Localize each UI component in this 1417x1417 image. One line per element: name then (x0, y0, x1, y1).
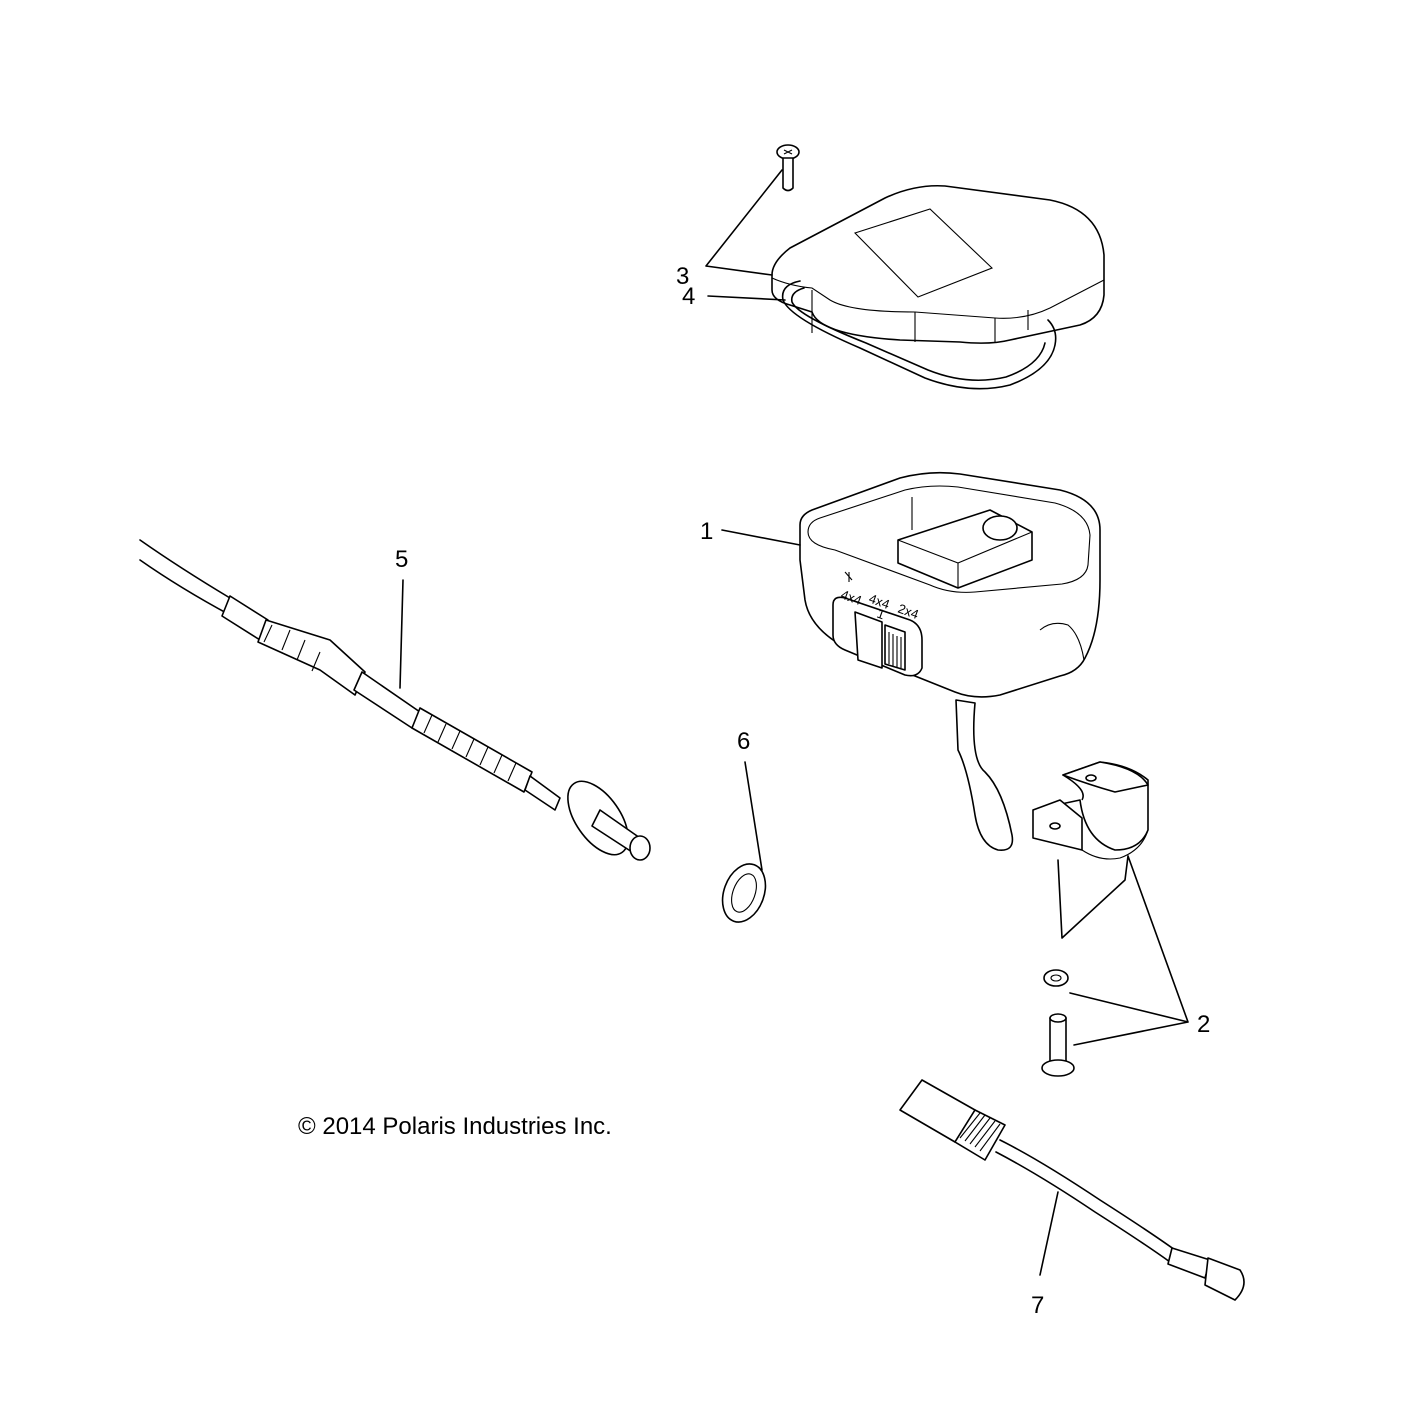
part-washer (1043, 969, 1069, 987)
part-cable (139, 539, 651, 861)
leader-7 (1039, 1191, 1059, 1276)
part-bolt (1041, 1013, 1075, 1077)
part-screw (776, 144, 800, 192)
part-cover (771, 184, 1105, 344)
part-harness (899, 1079, 1245, 1301)
callout-6: 6 (737, 728, 751, 755)
part-o-ring (721, 863, 767, 923)
callout-2: 2 (1197, 1011, 1211, 1038)
copyright-notice: © 2014 Polaris Industries Inc. (298, 1113, 612, 1140)
leader-5 (399, 579, 404, 689)
callout-7: 7 (1031, 1292, 1045, 1319)
switch-label-right: 2x4 (896, 601, 921, 622)
callout-5: 5 (395, 546, 409, 573)
switch-label-left: 4x4 (839, 587, 864, 608)
part-switch-housing (799, 471, 1101, 852)
part-clamp (1032, 761, 1149, 860)
leader-3 (705, 169, 783, 276)
switch-label-center: 4x4 (867, 591, 892, 612)
part-switch-labels: 4x4 4x4 1 2x4 (839, 571, 921, 623)
callout-1: 1 (700, 518, 714, 545)
leader-4 (707, 295, 786, 301)
leader-2 (1057, 855, 1189, 1046)
leader-6 (744, 761, 763, 871)
callout-3: 3 (676, 263, 690, 290)
switch-label-center-sub: 1 (875, 606, 887, 623)
callout-4: 4 (682, 283, 696, 310)
leader-1 (721, 529, 801, 546)
